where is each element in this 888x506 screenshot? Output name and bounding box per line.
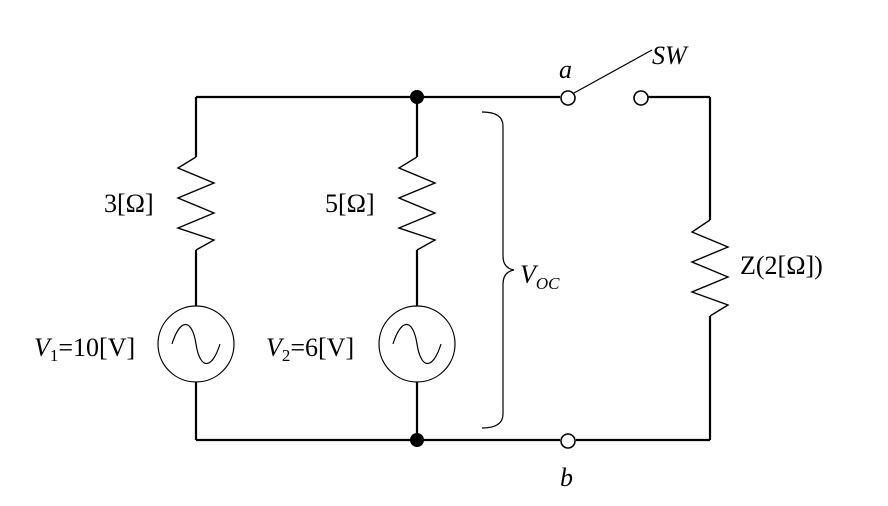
label-v1: V1=10[V]: [34, 333, 135, 365]
wires: [194, 95, 712, 442]
voc-brace: [481, 111, 515, 429]
terminal-b: [560, 433, 576, 449]
junction-dot-top: [410, 90, 424, 104]
switch-blade: [573, 49, 653, 94]
label-switch: SW: [652, 41, 689, 70]
label-v2-sub: 2: [282, 346, 291, 365]
label-voc-symbol: V: [520, 260, 539, 289]
label-r2: 5[Ω]: [325, 189, 375, 218]
resistor-3-ohm: [176, 156, 216, 251]
label-v1-value: =10[V]: [58, 333, 135, 362]
label-r1: 3[Ω]: [104, 189, 154, 218]
label-voc: VOC: [520, 260, 560, 293]
label-voc-sub: OC: [536, 274, 560, 293]
ac-source-v1: [157, 305, 235, 383]
label-node-b: b: [560, 463, 573, 492]
junction-dot-bottom: [410, 433, 424, 447]
label-load: Z(2[Ω]): [740, 251, 823, 280]
label-v1-symbol: V: [34, 333, 53, 362]
label-v1-sub: 1: [50, 346, 59, 365]
resistor-5-ohm: [397, 156, 437, 251]
ac-source-v2: [378, 305, 456, 383]
resistor-load-z: [690, 219, 730, 317]
label-v2-symbol: V: [266, 333, 285, 362]
terminal-a: [560, 90, 576, 106]
terminal-switch-right: [633, 90, 649, 106]
label-v2-value: =6[V]: [290, 333, 354, 362]
label-node-a: a: [559, 55, 572, 84]
label-v2: V2=6[V]: [266, 333, 354, 365]
